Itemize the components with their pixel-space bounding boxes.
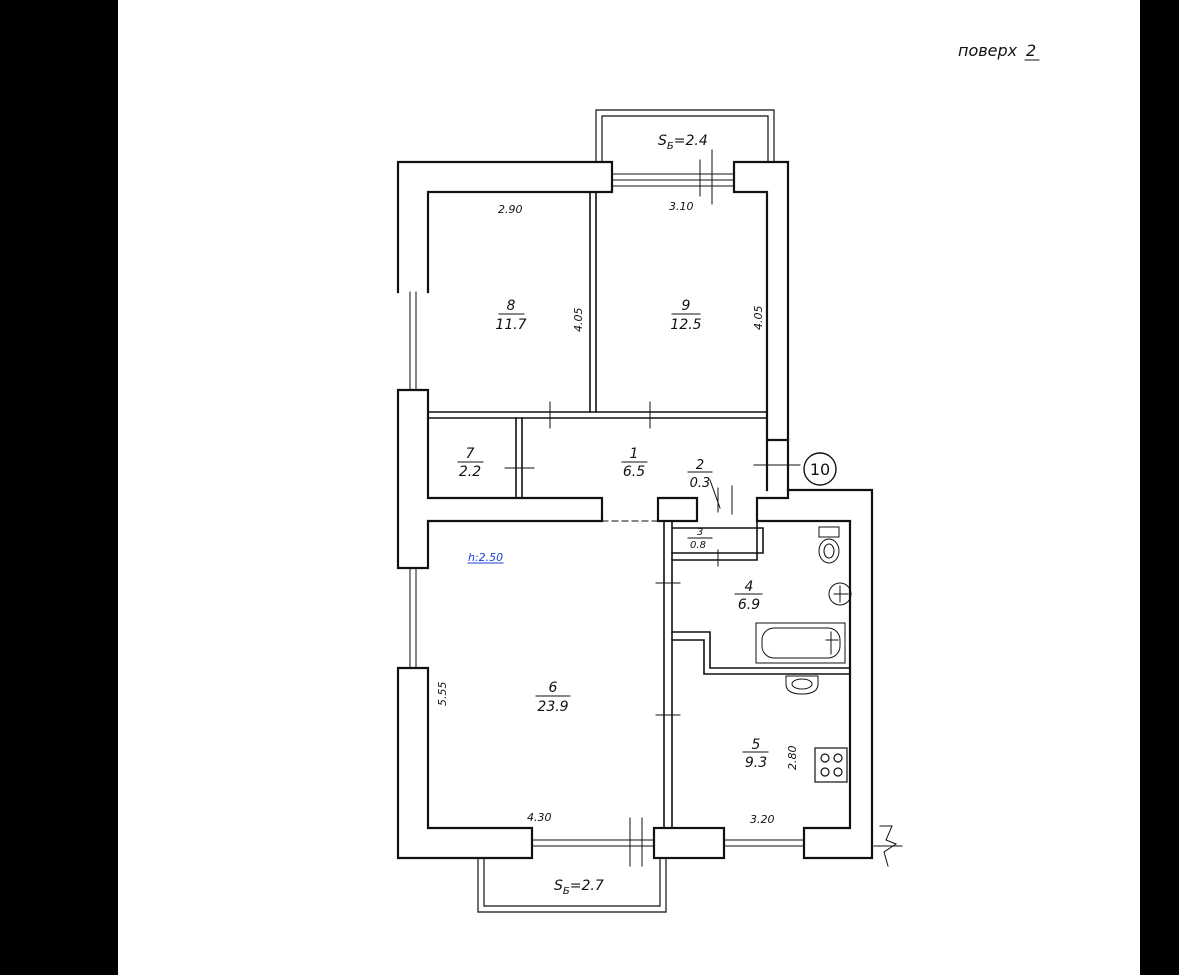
room-5-label: 5 9.3 — [745, 737, 767, 771]
apartment-number: 10 — [810, 460, 830, 479]
svg-text:11.7: 11.7 — [495, 317, 526, 333]
svg-text:9.3: 9.3 — [745, 755, 767, 771]
toilet-icon — [818, 526, 840, 564]
svg-text:6.9: 6.9 — [738, 597, 760, 613]
dimension-room9-width: 3.10 — [669, 200, 694, 213]
dimension-room6-depth: 5.55 — [436, 682, 449, 707]
sink-icon — [828, 582, 852, 606]
svg-text:8: 8 — [507, 298, 516, 314]
dimension-room8-width: 2.90 — [498, 203, 523, 216]
svg-text:6.5: 6.5 — [623, 464, 645, 480]
room-9-label: 9 12.5 — [670, 298, 701, 333]
svg-text:2: 2 — [696, 458, 704, 473]
dimension-room5-width: 3.20 — [750, 813, 775, 826]
drawing-sheet: поверх 2 SБ=2.4 SБ=2.7 2.90 3.10 4.05 4.… — [118, 0, 1140, 975]
room-4-label: 4 6.9 — [738, 579, 760, 613]
room-8-label: 8 11.7 — [495, 298, 526, 333]
dimension-room5-depth: 2.80 — [786, 746, 799, 771]
svg-text:6: 6 — [549, 680, 558, 696]
svg-text:7: 7 — [466, 446, 475, 462]
bathtub-icon — [755, 622, 846, 664]
room-2-label: 2 0.3 — [690, 458, 711, 491]
svg-text:5: 5 — [752, 737, 761, 753]
balcony-top — [595, 109, 775, 163]
exterior-walls — [396, 160, 874, 860]
svg-text:1: 1 — [630, 446, 639, 462]
floor-plan: поверх 2 SБ=2.4 SБ=2.7 2.90 3.10 4.05 4.… — [396, 41, 1040, 913]
room-fraction-lines — [457, 313, 769, 753]
svg-text:9: 9 — [682, 298, 691, 314]
svg-text:4: 4 — [745, 579, 754, 595]
svg-text:23.9: 23.9 — [537, 699, 568, 715]
balcony-bottom — [477, 857, 667, 913]
room-7-label: 7 2.2 — [459, 446, 481, 480]
svg-text:0.3: 0.3 — [690, 476, 711, 491]
door-ticks — [504, 149, 903, 867]
dimension-room9-depth: 4.05 — [752, 306, 765, 331]
balcony-top-label: SБ=2.4 — [658, 133, 708, 152]
windows — [409, 173, 805, 847]
partitions — [427, 191, 851, 829]
svg-text:3: 3 — [697, 527, 703, 538]
dimension-room6-width: 4.30 — [527, 811, 552, 824]
kitchen-sink-icon — [785, 675, 819, 695]
room-1-label: 1 6.5 — [623, 446, 645, 480]
floor-number: 2 — [1026, 41, 1036, 60]
room-3-label: 3 0.8 — [690, 527, 706, 551]
stove-icon — [814, 747, 848, 783]
svg-text:12.5: 12.5 — [670, 317, 701, 333]
floor-label: поверх — [958, 41, 1018, 60]
apartment-number-circle — [803, 452, 837, 486]
floor-label-group: поверх 2 — [958, 41, 1036, 60]
ceiling-height-label: h:2.50 — [468, 551, 503, 564]
dimension-room8-depth: 4.05 — [572, 308, 585, 333]
svg-text:2.2: 2.2 — [459, 464, 481, 480]
balcony-bottom-label: SБ=2.7 — [554, 878, 604, 897]
room-6-label: 6 23.9 — [537, 680, 568, 715]
svg-text:0.8: 0.8 — [690, 540, 706, 551]
